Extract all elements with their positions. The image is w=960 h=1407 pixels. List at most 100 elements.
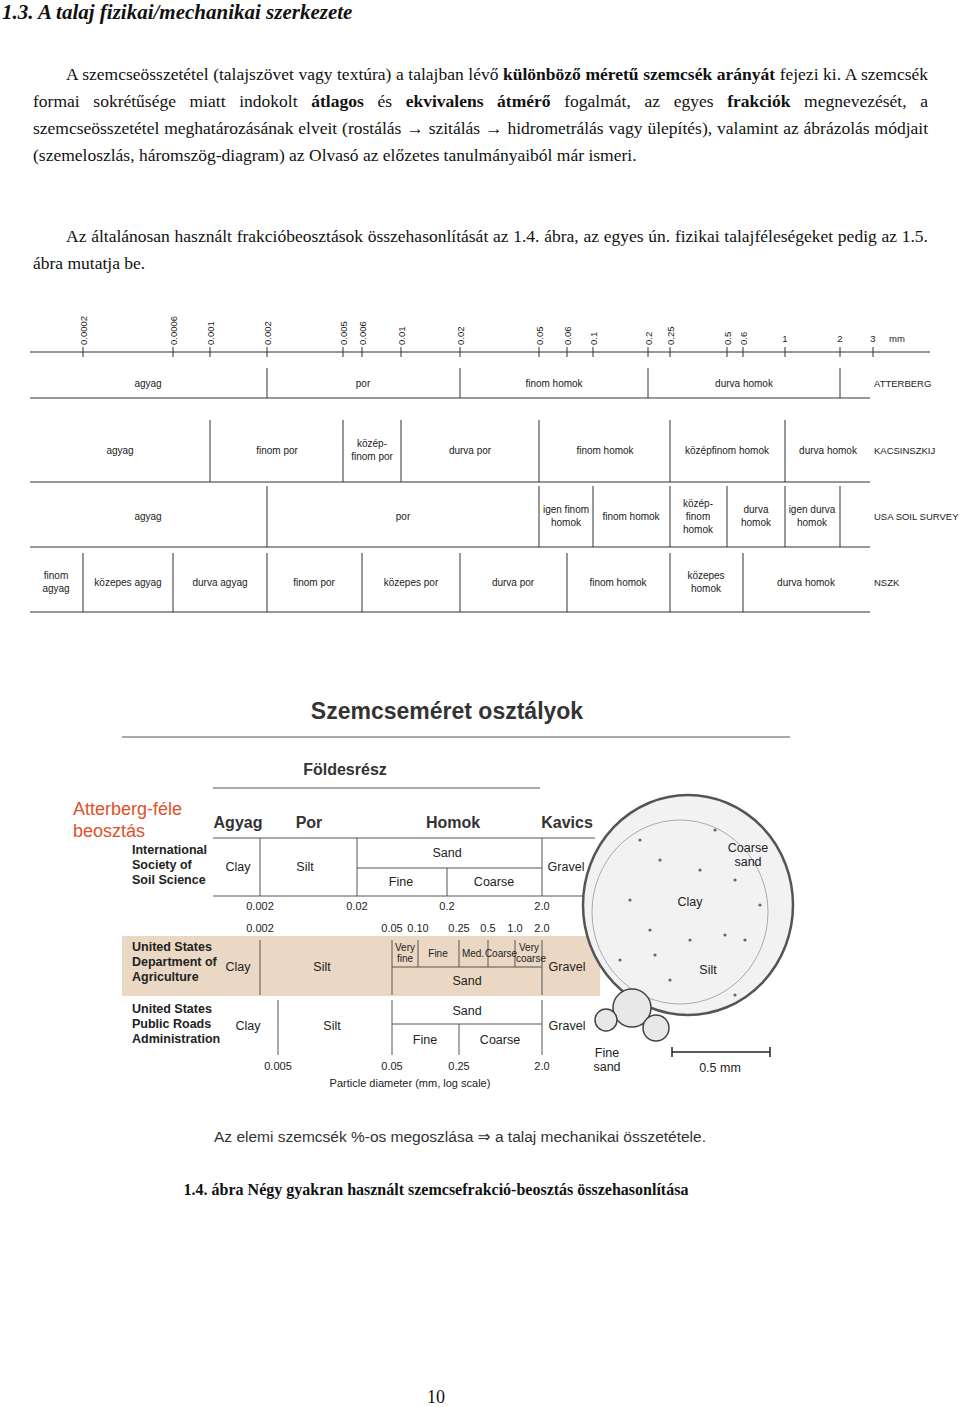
paragraph-text: fogalmát, az egyes <box>551 91 728 111</box>
scale-value: 0.005 <box>264 1060 292 1072</box>
scale-value: 0.10 <box>407 922 428 934</box>
paragraph-text: és <box>364 91 406 111</box>
fraction-name: durva homok <box>729 503 783 529</box>
scale-value: 0.005 <box>338 321 349 345</box>
scheme-name: International Society of Soil Science <box>132 843 217 888</box>
figure-caption: 1.4. ábra Négy gyakran használt szemcsef… <box>184 1181 689 1199</box>
bold-text: különböző méretű szemcsék arányát <box>503 64 775 84</box>
scale-value: 2 <box>837 333 842 344</box>
paragraph-text: Az általánosan használt frakcióbeosztáso… <box>33 226 928 273</box>
scale-value: 0.25 <box>448 1060 469 1072</box>
fraction-name: Sand <box>452 974 481 988</box>
fraction-name: közepes homok <box>673 569 739 595</box>
fraction-name: Silt <box>323 1019 340 1033</box>
scale-value: 0.006 <box>357 321 368 345</box>
scale-value: 0.02 <box>455 327 466 346</box>
scale-value: 1 <box>782 333 787 344</box>
fraction-name: finom homok <box>499 377 609 390</box>
rock-label: Silt <box>699 963 716 977</box>
page-number: 10 <box>427 1387 445 1407</box>
bold-text: ekvivalens átmérő <box>406 91 551 111</box>
scale-value: 0.0002 <box>78 316 89 345</box>
fraction-name: Fine <box>389 875 413 889</box>
scale-label: 0.5 mm <box>699 1061 741 1075</box>
rock-label: Clay <box>677 895 702 909</box>
figure-note: Az elemi szemcsék %-os megoszlása ⇒ a ta… <box>214 1128 706 1146</box>
fraction-name: Sand <box>432 846 461 860</box>
scale-value: 0.2 <box>439 900 454 912</box>
scale-value: 0.05 <box>381 1060 402 1072</box>
scheme-name: United States Public Roads Administratio… <box>132 1002 217 1047</box>
scale-value: 2.0 <box>534 1060 549 1072</box>
scheme-name: USA SOIL SURVEY <box>874 511 958 522</box>
fraction-name: agyag <box>98 377 198 390</box>
scheme-name: NSZK <box>874 577 899 588</box>
scale-value: 0.25 <box>665 327 676 346</box>
scale-unit: mm <box>889 333 905 344</box>
fraction-name: Gravel <box>548 860 585 874</box>
scale-value: 0.5 <box>722 332 733 345</box>
scale-value: 2.0 <box>534 922 549 934</box>
axis-title: Particle diameter (mm, log scale) <box>330 1077 491 1089</box>
scale-value: 0.6 <box>738 332 749 345</box>
fraction-name: Coarse <box>480 1033 520 1047</box>
fraction-name: Coarse <box>474 875 514 889</box>
paragraph-text: A szemcseösszetétel (talajszövet vagy te… <box>66 64 503 84</box>
scale-value: 0.002 <box>246 900 274 912</box>
scale-value: 0.002 <box>246 922 274 934</box>
rock-label: Coarse sand <box>718 841 778 869</box>
red-note: Atterberg-féle beosztás <box>73 798 213 842</box>
fraction-name: Gravel <box>549 1019 586 1033</box>
fraction-name: közepes por <box>366 576 456 589</box>
fraction-name: igen finom homok <box>541 503 591 529</box>
fraction-name: finom por <box>269 576 359 589</box>
class-heading: Por <box>296 814 323 832</box>
fraction-name: finom homok <box>550 444 660 457</box>
fraction-name: közép-finom por <box>346 437 398 463</box>
fraction-name: Clay <box>225 860 250 874</box>
scale-value: 0.05 <box>534 327 545 346</box>
scheme-name: KACSINSZKIJ <box>874 445 935 456</box>
scale-value: 0.05 <box>381 922 402 934</box>
fraction-name: Very fine <box>393 942 417 964</box>
fraction-name: durva homok <box>689 377 799 390</box>
scale-value: 0.1 <box>588 332 599 345</box>
scheme-name: United States Department of Agriculture <box>132 940 217 985</box>
fraction-name: Gravel <box>549 960 586 974</box>
scale-value: 0.001 <box>205 321 216 345</box>
fraction-name: agyag <box>98 510 198 523</box>
fraction-name: por <box>313 377 413 390</box>
class-heading: Agyag <box>214 814 263 832</box>
fraction-name: Fine <box>428 948 447 959</box>
figure-title: Szemcseméret osztályok <box>311 698 583 725</box>
class-heading: Kavics <box>541 814 593 832</box>
bold-text: átlagos <box>311 91 364 111</box>
fraction-name: por <box>353 510 453 523</box>
paragraph: A szemcseösszetétel (talajszövet vagy te… <box>33 61 928 169</box>
fraction-name: Clay <box>225 960 250 974</box>
fraction-name: Fine <box>413 1033 437 1047</box>
fraction-name: finom agyag <box>32 569 80 595</box>
fraction-name: Sand <box>452 1004 481 1018</box>
scale-value: 0.02 <box>346 900 367 912</box>
scale-value: 0.002 <box>262 321 273 345</box>
fraction-name: Med. <box>462 948 484 959</box>
bold-text: frakciók <box>727 91 790 111</box>
fraction-name: Silt <box>313 960 330 974</box>
scale-value: 0.25 <box>448 922 469 934</box>
rock-label: Fine sand <box>587 1046 627 1074</box>
fraction-name: közepes agyag <box>88 576 168 589</box>
scale-value: 2.0 <box>534 900 549 912</box>
fraction-name: finom homok <box>598 510 664 523</box>
fraction-name: finom por <box>227 444 327 457</box>
fraction-name: középfinom homok <box>677 444 777 457</box>
fraction-name: durva homok <box>788 444 868 457</box>
fraction-name: igen durva homok <box>787 503 837 529</box>
scale-value: 1.0 <box>507 922 522 934</box>
fraction-name: Very coarse <box>516 942 542 964</box>
scale-value: 0.06 <box>562 327 573 346</box>
fraction-name: Clay <box>235 1019 260 1033</box>
scale-value: 3 <box>870 333 875 344</box>
fraction-name: durva agyag <box>175 576 265 589</box>
fraction-name: közép-finom homok <box>671 497 725 536</box>
